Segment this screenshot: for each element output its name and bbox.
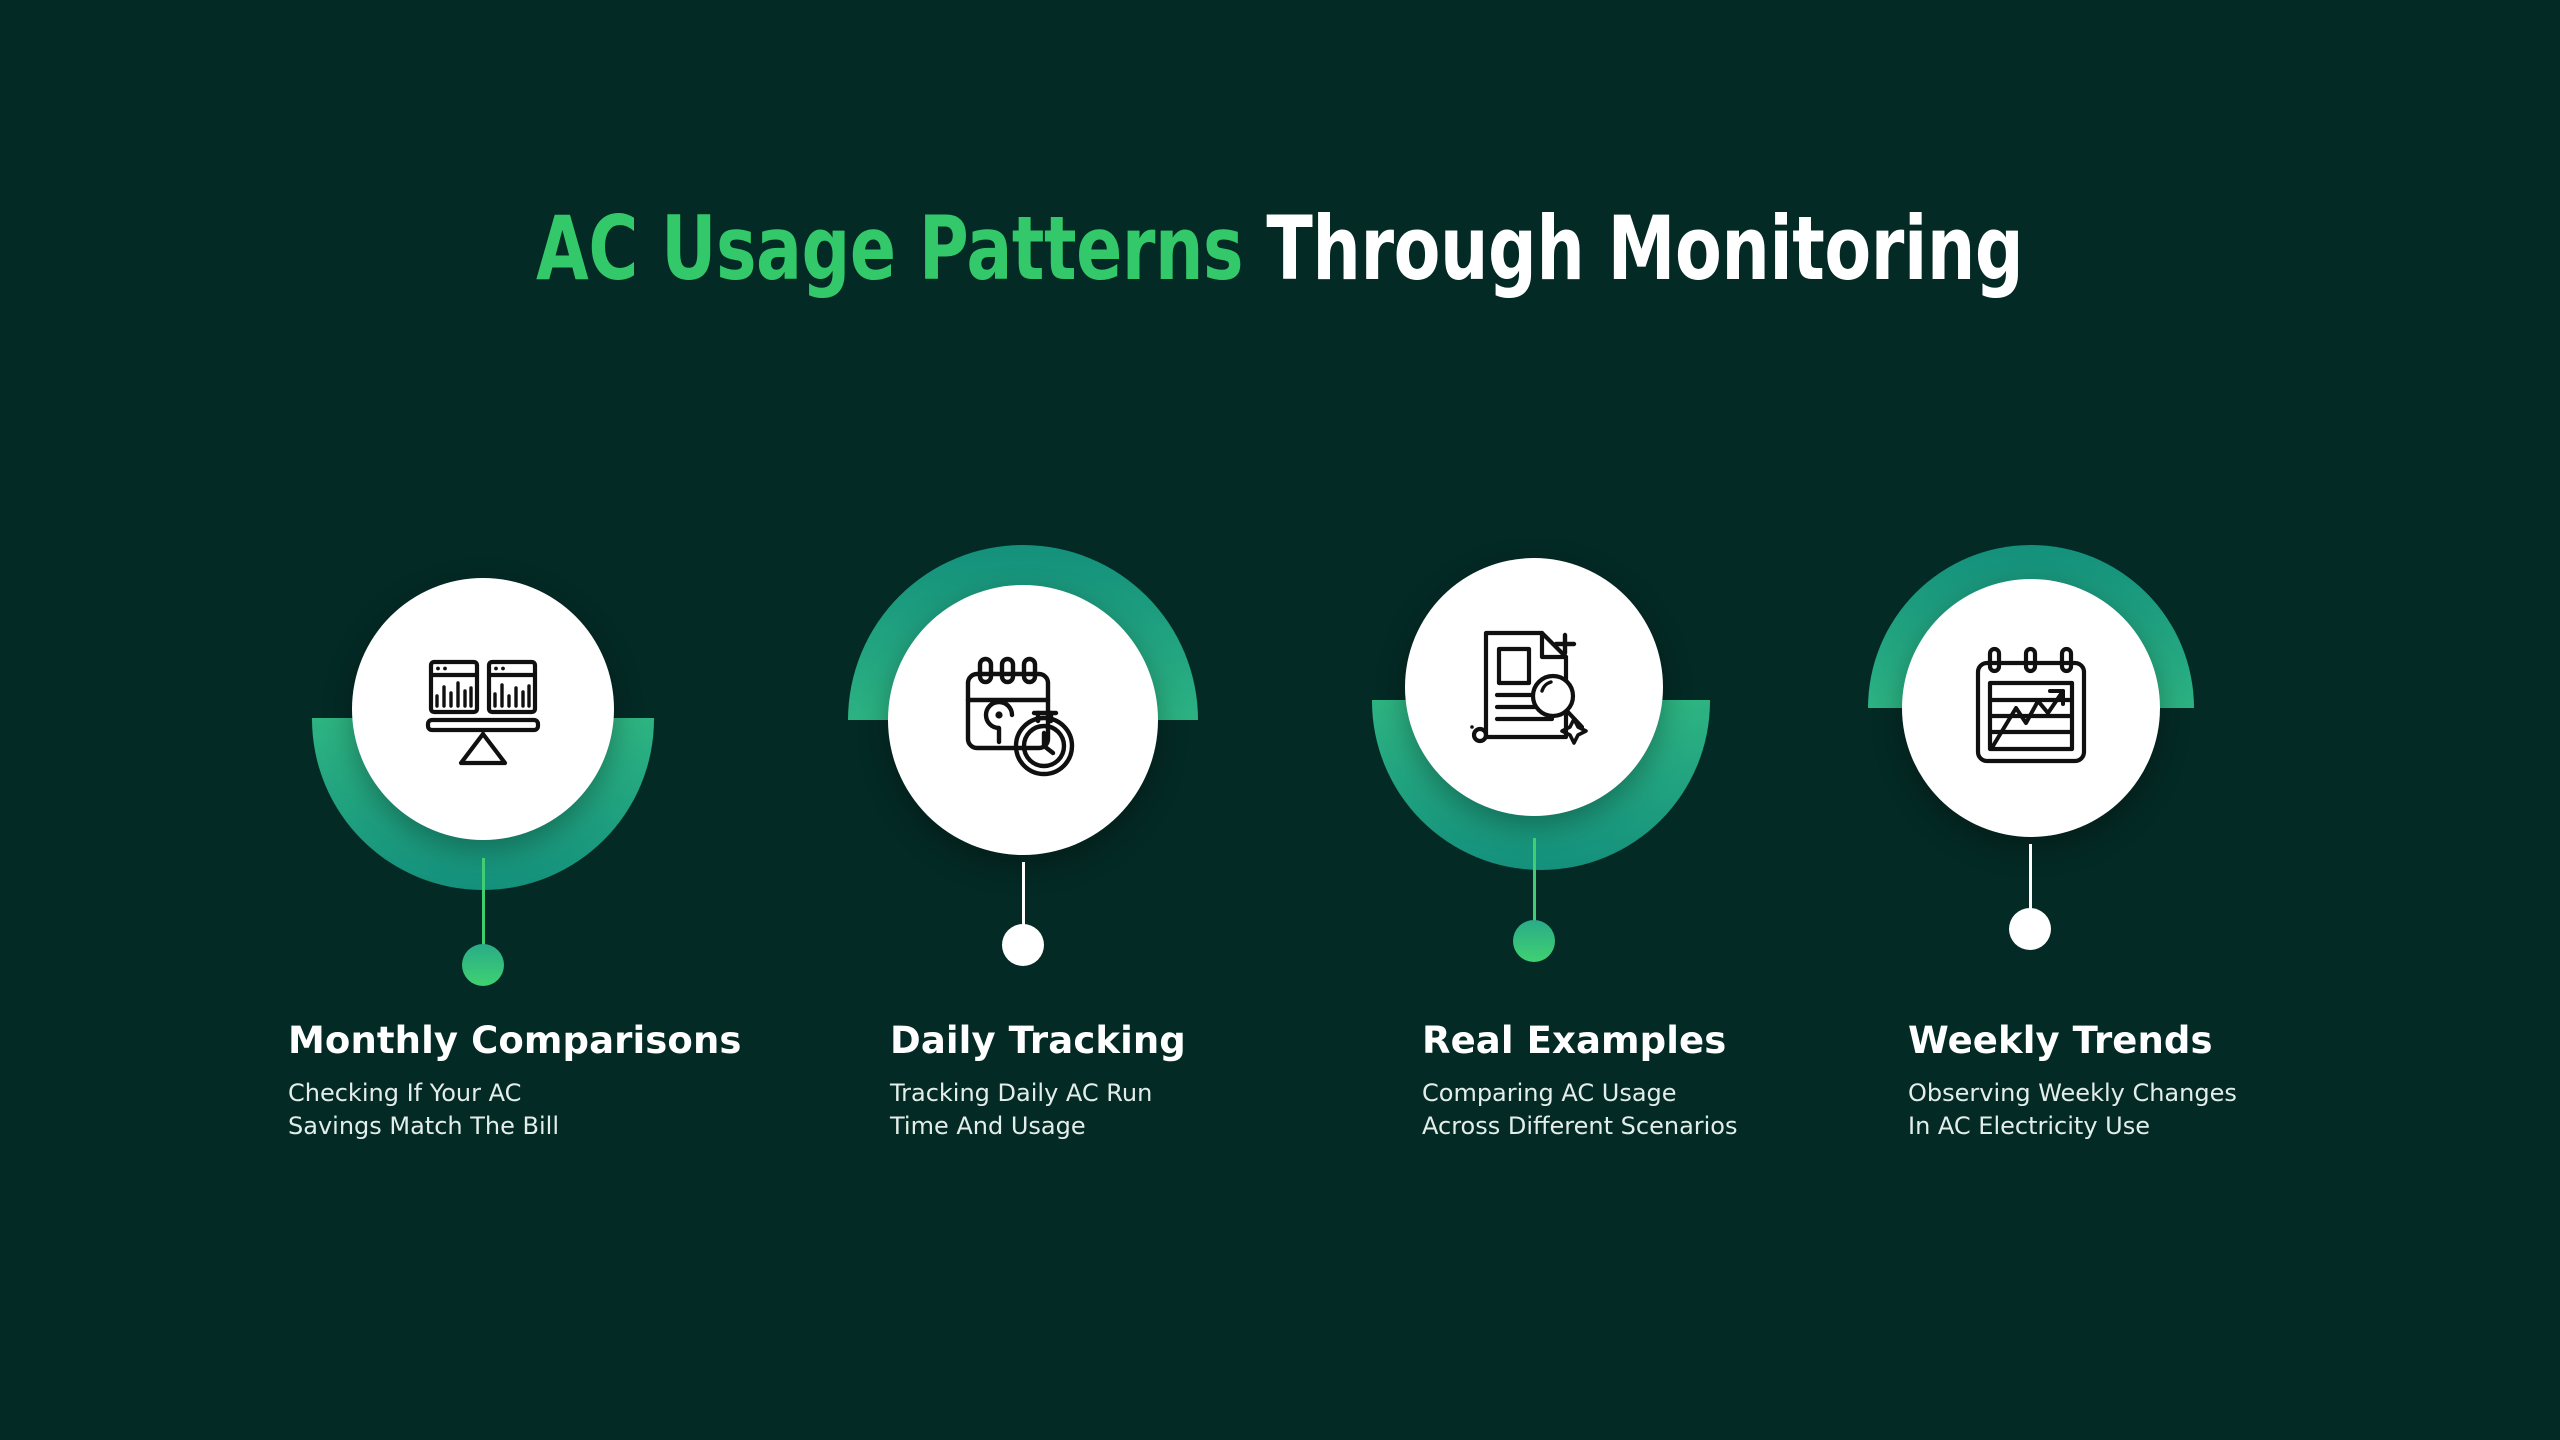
step-3-title: Real Examples bbox=[1422, 1019, 1727, 1062]
step-4-connector-dot bbox=[2009, 908, 2051, 950]
step-3-connector-line bbox=[1533, 838, 1536, 926]
step-1-connector-line bbox=[482, 858, 485, 950]
calendar-stopwatch-icon bbox=[950, 647, 1096, 793]
step-3-description-line2: Across Different Scenarios bbox=[1422, 1111, 1738, 1140]
step-4-description-line2: In AC Electricity Use bbox=[1908, 1111, 2150, 1140]
step-4-title: Weekly Trends bbox=[1908, 1019, 2213, 1062]
step-1-description: Checking If Your AC Savings Match The Bil… bbox=[288, 1077, 742, 1143]
step-1-disc bbox=[352, 578, 614, 840]
step-3-description-line1: Comparing AC Usage bbox=[1422, 1078, 1677, 1107]
step-2-description-line1: Tracking Daily AC Run bbox=[890, 1078, 1153, 1107]
document-magnifier-sparkle-icon bbox=[1464, 617, 1604, 757]
page-title-text: AC Usage Patterns Through Monitoring bbox=[536, 205, 2024, 293]
step-2-title: Daily Tracking bbox=[890, 1019, 1186, 1062]
step-4-disc bbox=[1902, 579, 2160, 837]
balance-scale-charts-icon bbox=[412, 638, 554, 780]
page-title-plain: Through Monitoring bbox=[1243, 197, 2024, 300]
page-title-accent: AC Usage Patterns bbox=[536, 197, 1244, 300]
step-2-connector-line bbox=[1022, 862, 1025, 934]
step-4-description-line1: Observing Weekly Changes bbox=[1908, 1078, 2237, 1107]
notepad-trend-chart-icon bbox=[1962, 639, 2100, 777]
page-title: AC Usage Patterns Through Monitoring bbox=[0, 205, 2560, 293]
step-1-description-line2: Savings Match The Bill bbox=[288, 1111, 559, 1140]
step-2-connector-dot bbox=[1002, 924, 1044, 966]
step-2-description-line2: Time And Usage bbox=[890, 1111, 1086, 1140]
step-1-description-line1: Checking If Your AC bbox=[288, 1078, 522, 1107]
step-1-connector-dot bbox=[462, 944, 504, 986]
step-1-title: Monthly Comparisons bbox=[288, 1019, 742, 1062]
step-3-connector-dot bbox=[1513, 920, 1555, 962]
step-4-description: Observing Weekly Changes In AC Electricit… bbox=[1908, 1077, 2237, 1143]
step-4-connector-line bbox=[2029, 844, 2032, 918]
step-1-caption: Monthly Comparisons Checking If Your AC S… bbox=[288, 1019, 742, 1143]
step-2-disc bbox=[888, 585, 1158, 855]
